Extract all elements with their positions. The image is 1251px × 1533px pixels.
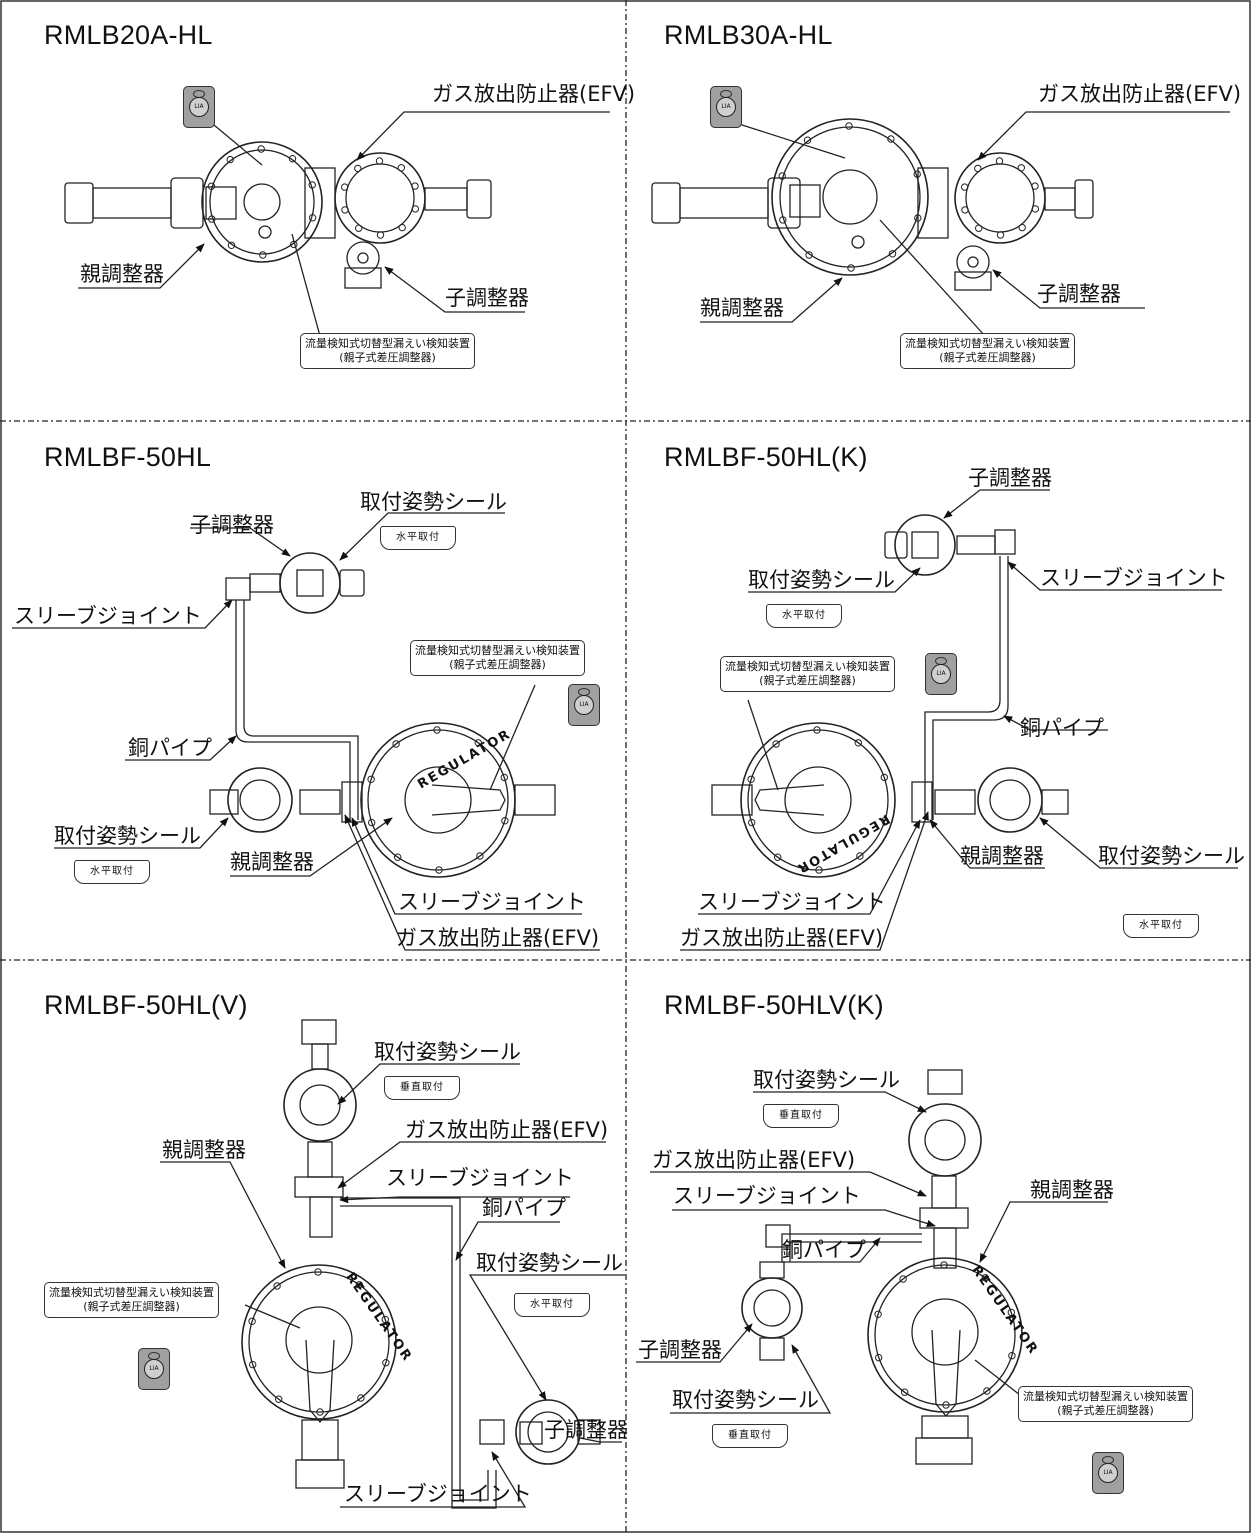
label-sleeve-joint: スリーブジョイント xyxy=(14,604,202,628)
model-title: RMLBF-50HL xyxy=(44,442,212,472)
label-sub-regulator: 子調整器 xyxy=(445,286,529,310)
model-title: RMLBF-50HLV(K) xyxy=(664,990,884,1020)
label-main-regulator: 親調整器 xyxy=(230,850,314,874)
lia-badge-icon: LIA xyxy=(568,684,600,726)
device-box: 流量検知式切替型漏えい検知装置(親子式差圧調整器) xyxy=(1018,1386,1193,1422)
label-main-regulator: 親調整器 xyxy=(960,844,1044,868)
label-sleeve-joint: スリーブジョイント xyxy=(673,1184,861,1208)
label-efv: ガス放出防止器(EFV) xyxy=(680,926,884,950)
device-box: 流量検知式切替型漏えい検知装置(親子式差圧調整器) xyxy=(410,640,585,676)
orientation-seal: 水平取付 xyxy=(74,860,150,884)
label-orientation-seal: 取付姿勢シール xyxy=(1098,844,1245,868)
model-title: RMLBF-50HL(K) xyxy=(664,442,868,472)
label-sub-regulator: 子調整器 xyxy=(190,513,274,537)
label-sleeve-joint: スリーブジョイント xyxy=(698,890,886,914)
label-sleeve-joint: スリーブジョイント xyxy=(344,1482,532,1506)
device-box: 流量検知式切替型漏えい検知装置(親子式差圧調整器) xyxy=(720,656,895,692)
device-box: 流量検知式切替型漏えい検知装置(親子式差圧調整器) xyxy=(300,333,475,369)
lia-badge-icon: LIA xyxy=(138,1348,170,1390)
label-sub-regulator: 子調整器 xyxy=(544,1418,628,1442)
orientation-seal: 垂直取付 xyxy=(763,1104,839,1128)
model-title: RMLB20A-HL xyxy=(44,20,213,50)
label-orientation-seal: 取付姿勢シール xyxy=(748,568,895,592)
label-main-regulator: 親調整器 xyxy=(80,262,164,286)
label-sub-regulator: 子調整器 xyxy=(968,466,1052,490)
label-efv: ガス放出防止器(EFV) xyxy=(432,82,636,106)
label-efv: ガス放出防止器(EFV) xyxy=(396,926,600,950)
orientation-seal: 水平取付 xyxy=(766,604,842,628)
label-efv: ガス放出防止器(EFV) xyxy=(1038,82,1242,106)
lia-badge-icon: LIA xyxy=(1092,1452,1124,1494)
label-sub-regulator: 子調整器 xyxy=(1037,282,1121,306)
label-copper-pipe: 銅パイプ xyxy=(782,1238,866,1262)
orientation-seal: 水平取付 xyxy=(1123,914,1199,938)
label-main-regulator: 親調整器 xyxy=(162,1138,246,1162)
lia-badge-icon: LIA xyxy=(183,86,215,128)
label-copper-pipe: 銅パイプ xyxy=(128,736,212,760)
orientation-seal: 垂直取付 xyxy=(712,1424,788,1448)
orientation-seal: 水平取付 xyxy=(380,526,456,550)
label-sleeve-joint: スリーブジョイント xyxy=(386,1166,574,1190)
label-sleeve-joint: スリーブジョイント xyxy=(398,890,586,914)
label-copper-pipe: 銅パイプ xyxy=(1020,716,1104,740)
label-copper-pipe: 銅パイプ xyxy=(482,1196,566,1220)
label-orientation-seal: 取付姿勢シール xyxy=(374,1040,521,1064)
label-main-regulator: 親調整器 xyxy=(700,296,784,320)
label-orientation-seal: 取付姿勢シール xyxy=(360,490,507,514)
lia-badge-icon: LIA xyxy=(925,653,957,695)
label-efv: ガス放出防止器(EFV) xyxy=(405,1118,609,1142)
model-title: RMLB30A-HL xyxy=(664,20,833,50)
label-sub-regulator: 子調整器 xyxy=(638,1338,722,1362)
lia-badge-icon: LIA xyxy=(710,86,742,128)
model-title: RMLBF-50HL(V) xyxy=(44,990,248,1020)
label-efv: ガス放出防止器(EFV) xyxy=(652,1148,856,1172)
orientation-seal: 垂直取付 xyxy=(384,1076,460,1100)
label-orientation-seal: 取付姿勢シール xyxy=(54,824,201,848)
device-box: 流量検知式切替型漏えい検知装置(親子式差圧調整器) xyxy=(44,1282,219,1318)
orientation-seal: 水平取付 xyxy=(514,1293,590,1317)
label-orientation-seal: 取付姿勢シール xyxy=(476,1251,623,1275)
label-orientation-seal: 取付姿勢シール xyxy=(753,1068,900,1092)
device-box: 流量検知式切替型漏えい検知装置(親子式差圧調整器) xyxy=(900,333,1075,369)
label-orientation-seal: 取付姿勢シール xyxy=(672,1388,819,1412)
label-sleeve-joint: スリーブジョイント xyxy=(1040,566,1228,590)
label-main-regulator: 親調整器 xyxy=(1030,1178,1114,1202)
